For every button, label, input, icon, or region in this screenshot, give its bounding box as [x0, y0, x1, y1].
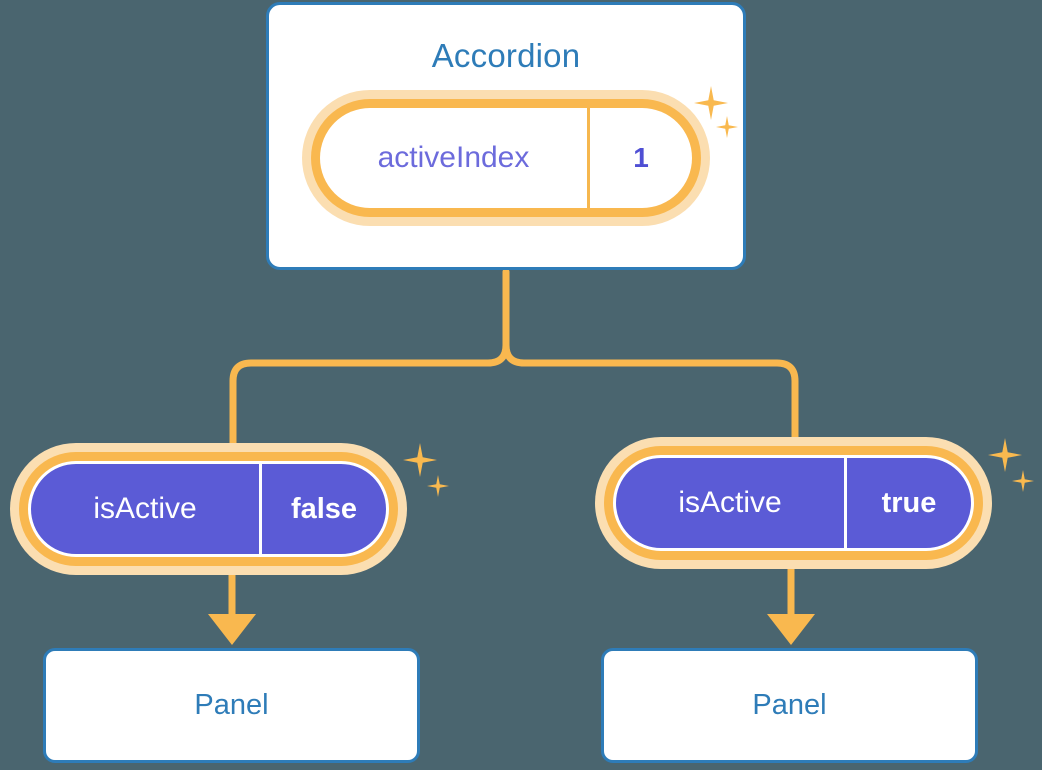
left-isactive-value-label: false	[259, 464, 386, 554]
right-arrow-head	[767, 614, 815, 645]
sparkle-icon-large	[403, 443, 437, 477]
right-isactive-pill-inner: isActive true	[613, 455, 974, 551]
sparkle-group-right	[988, 438, 1042, 498]
right-isactive-state-chip[interactable]: isActive true	[604, 446, 983, 560]
left-isactive-key-label: isActive	[93, 492, 197, 525]
left-panel-box[interactable]: Panel	[43, 648, 420, 763]
right-isactive-key-label: isActive	[678, 486, 782, 519]
sparkle-group-left	[403, 443, 463, 503]
activeindex-key-label: activeIndex	[377, 141, 530, 174]
left-panel-label: Panel	[194, 689, 269, 721]
left-isactive-pill-inner: isActive false	[28, 461, 389, 557]
right-panel-label: Panel	[752, 689, 827, 721]
connector-tree-path	[229, 268, 510, 456]
left-isactive-pill[interactable]: isActive false	[19, 452, 398, 566]
sparkle-icon-small	[427, 475, 449, 497]
sparkle-icon-small	[1012, 470, 1034, 492]
activeindex-value-label: 1	[587, 108, 692, 208]
right-isactive-pill[interactable]: isActive true	[604, 446, 983, 560]
activeindex-pill[interactable]: activeIndex 1	[311, 99, 701, 217]
left-arrow-head	[208, 614, 256, 645]
connector-tree-path-right	[502, 268, 799, 456]
right-isactive-value-label: true	[844, 458, 971, 548]
right-panel-box[interactable]: Panel	[601, 648, 978, 763]
accordion-title: Accordion	[431, 37, 581, 74]
sparkle-icon-large	[988, 438, 1022, 472]
activeindex-pill-inner: activeIndex 1	[320, 108, 692, 208]
activeindex-state-chip[interactable]: activeIndex 1	[311, 99, 701, 217]
left-isactive-state-chip[interactable]: isActive false	[19, 452, 398, 566]
